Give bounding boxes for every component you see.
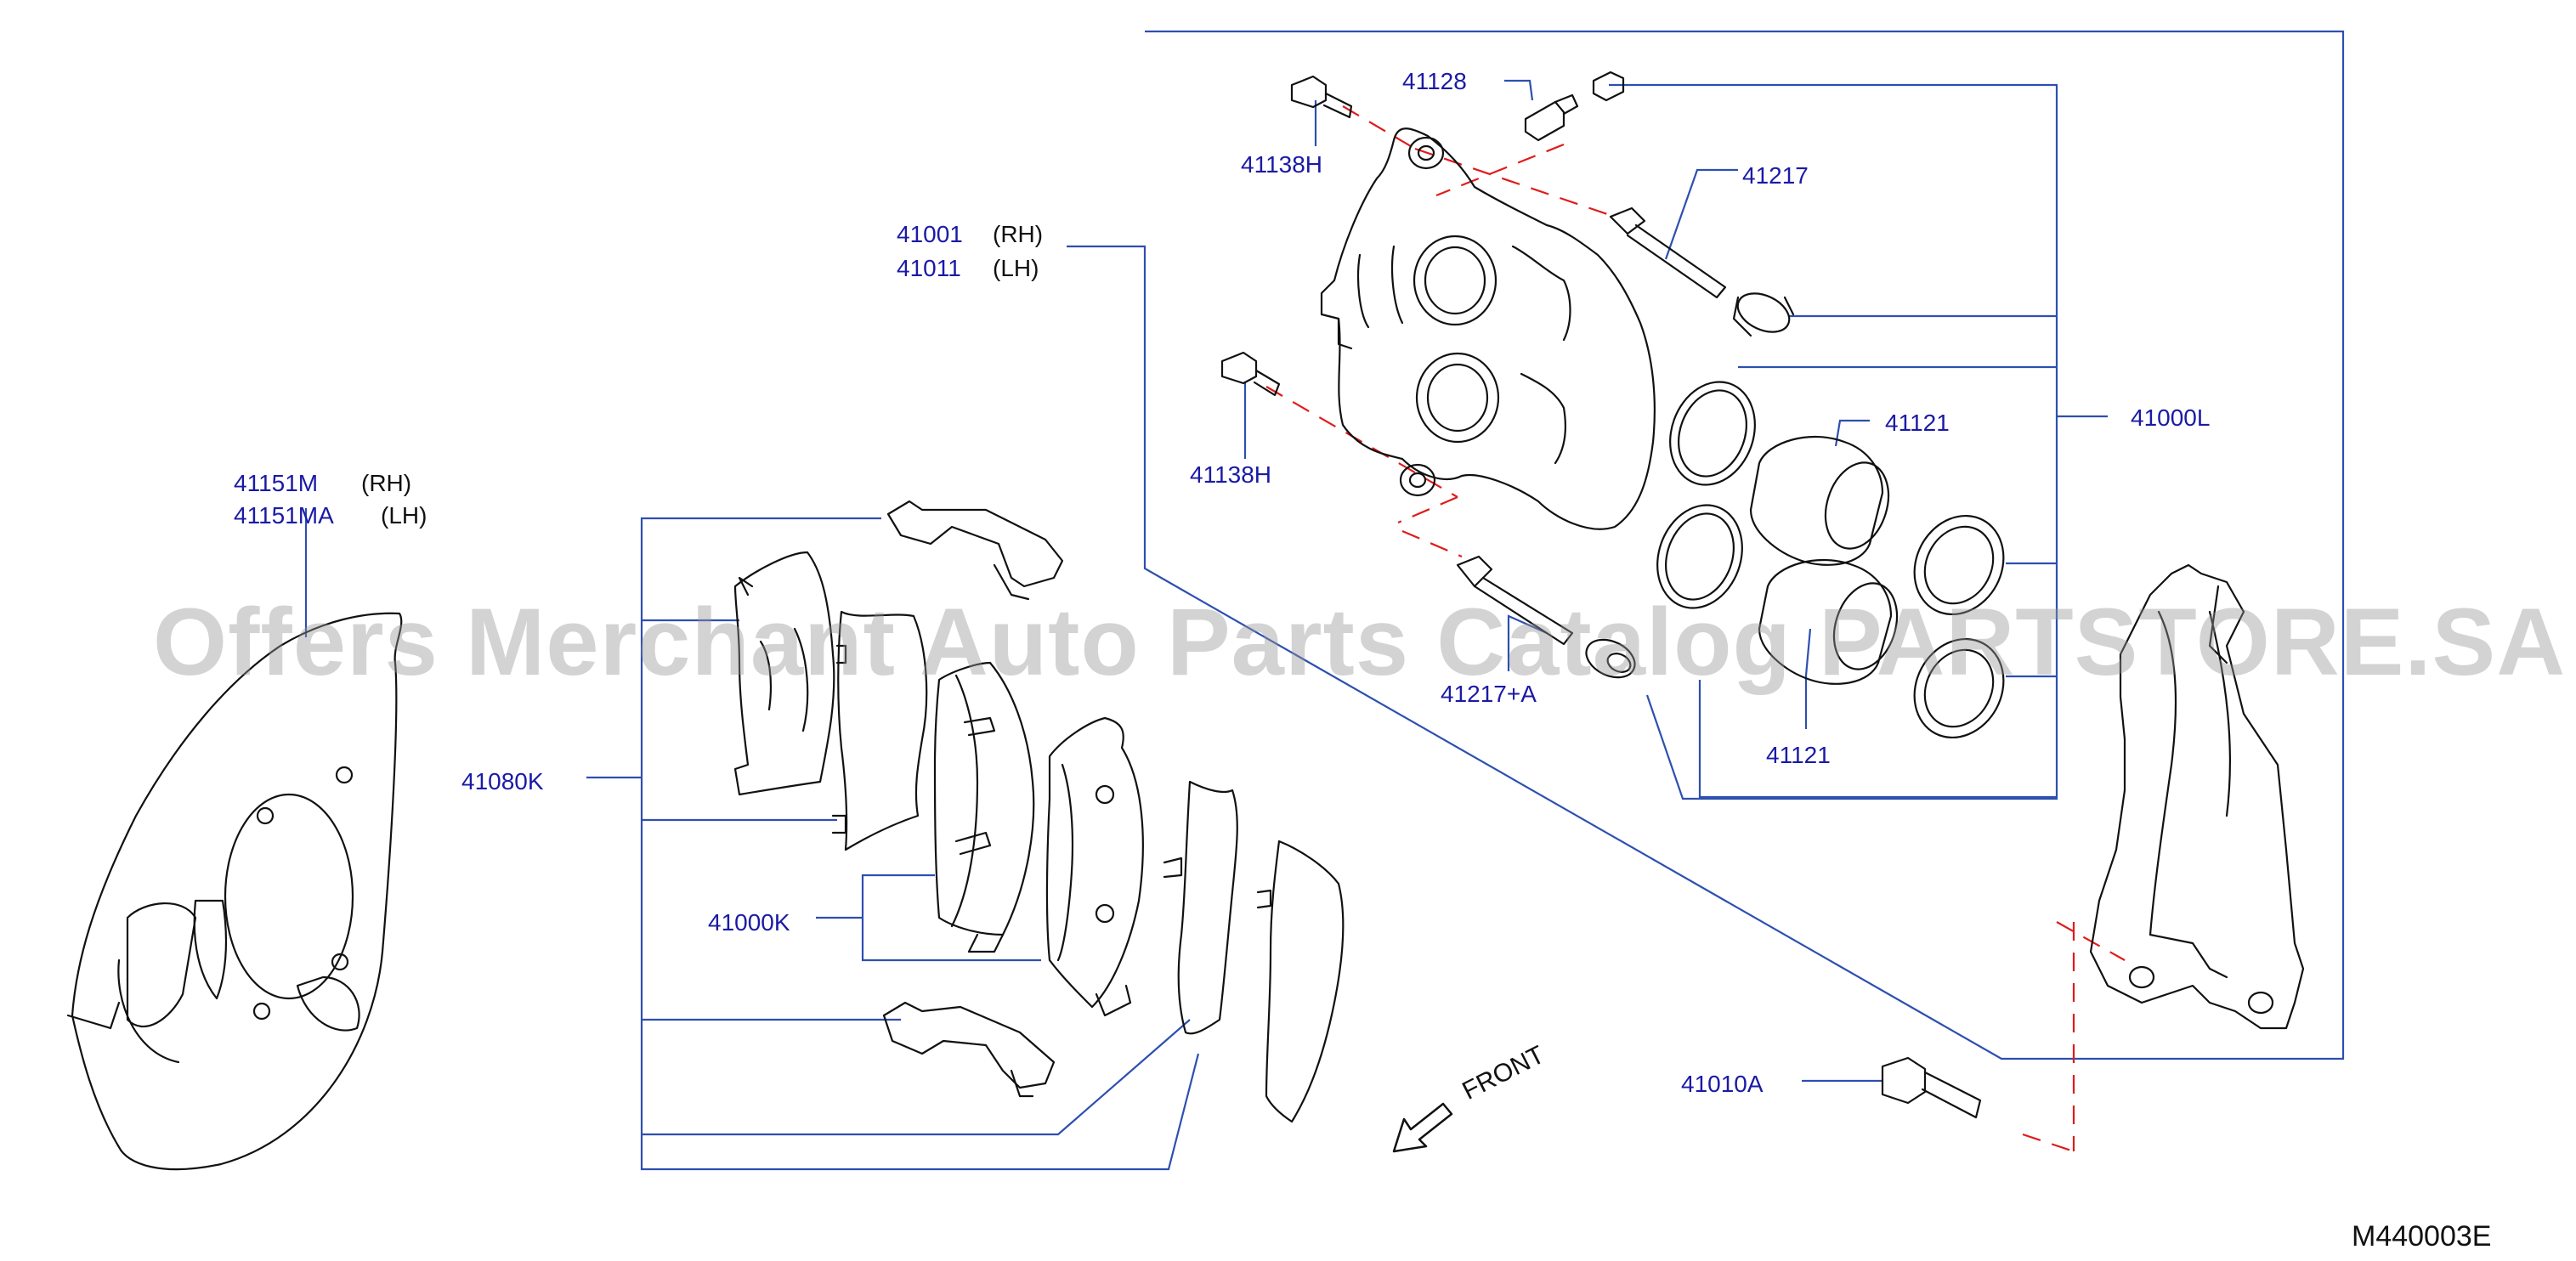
part-drawings xyxy=(66,71,2305,1171)
bleeder-drawing-41128 xyxy=(1524,93,1579,142)
brake-pad-drawing-2 xyxy=(1045,716,1144,1017)
bolt-drawing-41138h-top xyxy=(1290,75,1353,119)
part-label-41138h-top[interactable]: 41138H xyxy=(1241,151,1323,178)
front-arrow-icon xyxy=(1392,1102,1453,1153)
part-label-41121-bottom[interactable]: 41121 xyxy=(1766,742,1831,768)
part-label-41217[interactable]: 41217 xyxy=(1742,162,1809,189)
brake-pad-drawing-1 xyxy=(933,661,1035,953)
shim-drawing-4 xyxy=(1256,840,1345,1123)
part-label-41000l[interactable]: 41000L xyxy=(2131,404,2211,431)
bleeder-cap-drawing xyxy=(1592,71,1625,102)
guide-pin-drawing-41217a xyxy=(1456,555,1574,646)
part-label-41128[interactable]: 41128 xyxy=(1402,68,1467,94)
seal-drawing-2 xyxy=(1656,504,1743,609)
boot-drawing-2 xyxy=(1585,638,1636,679)
piston-boot-drawing-2 xyxy=(1913,637,2005,739)
piston-drawing-1 xyxy=(1749,435,1890,566)
piston-boot-drawing-1 xyxy=(1913,514,2005,616)
shim-drawing-3 xyxy=(1163,780,1238,1035)
part-label-41011[interactable]: 41011 xyxy=(897,255,961,281)
part-label-41001[interactable]: 41001 xyxy=(897,221,963,247)
part-label-41080k[interactable]: 41080K xyxy=(461,768,544,794)
pad-clip-drawing-2 xyxy=(882,1001,1056,1098)
shim-drawing-1 xyxy=(733,551,835,796)
diagram-code: M440003E xyxy=(2352,1220,2492,1253)
bolt-drawing-41138h-mid xyxy=(1220,351,1281,397)
part-label-41001-suffix: (RH) xyxy=(993,221,1044,247)
seal-drawing-1 xyxy=(1669,381,1756,486)
pad-clip-drawing-1 xyxy=(886,500,1064,601)
guide-pin-drawing-41217 xyxy=(1609,206,1727,299)
caliper-body-drawing xyxy=(1320,127,1656,530)
part-label-41151m[interactable]: 41151M xyxy=(234,470,319,496)
part-label-41000k[interactable]: 41000K xyxy=(708,909,790,936)
part-label-41151ma[interactable]: 41151MA xyxy=(234,502,334,529)
part-label-41011-suffix: (LH) xyxy=(993,255,1039,281)
part-label-41151m-suffix: (RH) xyxy=(361,470,412,496)
part-label-41138h-mid[interactable]: 41138H xyxy=(1190,461,1272,488)
shim-drawing-2 xyxy=(831,610,928,851)
guide-dashes xyxy=(1265,105,2126,1153)
bolt-drawing-41010a xyxy=(1881,1056,1982,1119)
boot-drawing xyxy=(1732,292,1795,337)
callout-lines xyxy=(304,30,2345,1171)
part-label-41121-top[interactable]: 41121 xyxy=(1885,410,1950,436)
piston-drawing-2 xyxy=(1758,558,1899,685)
part-label-41151ma-suffix: (LH) xyxy=(381,502,427,529)
part-label-41217a[interactable]: 41217+A xyxy=(1441,681,1537,707)
dust-shield-drawing xyxy=(66,612,403,1171)
part-label-41010a[interactable]: 41010A xyxy=(1681,1071,1764,1097)
caliper-bracket-drawing xyxy=(2089,563,2305,1030)
